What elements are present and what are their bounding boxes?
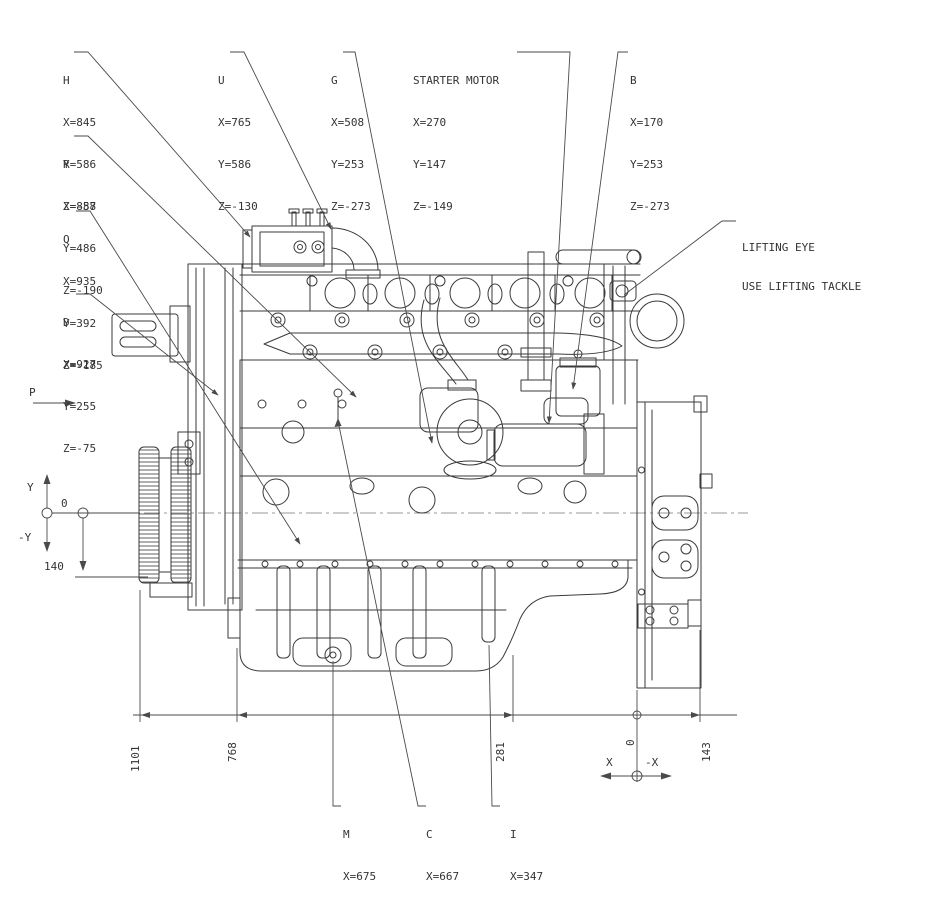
dim-143: 143 xyxy=(700,742,713,762)
callout-C: C X=667 Y=206 Z=-97 xyxy=(426,828,460,883)
front-cover-and-pulley xyxy=(111,263,243,611)
callout-letter: I xyxy=(510,828,517,841)
callout-letter: D xyxy=(63,316,70,329)
oil-pan xyxy=(227,559,633,672)
callout-R: R X=857 Y=486 Z=-190 xyxy=(63,158,103,297)
lifting-eye-note: LIFTING EYE USE LIFTING TACKLE xyxy=(742,241,862,293)
callout-H: H X=845 Y=586 Z=-88 xyxy=(63,74,97,213)
callout-leaders xyxy=(74,51,736,807)
leader-starter-motor xyxy=(517,51,571,424)
leader-B xyxy=(571,51,628,390)
starter-motor-body xyxy=(493,423,587,467)
rear-top-and-lifting-eye xyxy=(555,249,685,405)
x-axis-neg-label: -X xyxy=(645,756,659,769)
oil-drain-plug xyxy=(324,646,342,664)
callout-U: U X=765 Y=586 Z=-130 xyxy=(218,74,258,213)
dim-281: 281 xyxy=(494,742,507,762)
y-axis-indicator xyxy=(41,474,148,578)
dim-768: 768 xyxy=(226,742,239,762)
flywheel-housing xyxy=(636,395,713,689)
callout-B: B X=170 Y=253 Z=-273 xyxy=(630,74,670,213)
exhaust-manifold xyxy=(239,312,639,361)
leader-M xyxy=(332,661,341,807)
callout-M: M X=675 Y=-318 Z=-125 xyxy=(343,800,383,900)
dimension-lines xyxy=(133,590,737,782)
dimension-texts: 1101 768 281 0 143 xyxy=(129,739,713,772)
leader-U xyxy=(230,51,332,230)
y-axis-zero-label: 0 xyxy=(61,497,68,510)
dim-1101: 1101 xyxy=(129,746,142,773)
callout-letter: H xyxy=(63,74,70,87)
x-axis-pos-label: X xyxy=(606,756,613,769)
p-direction-indicator: P xyxy=(29,386,76,407)
y-axis-pos-label: Y xyxy=(27,481,34,494)
leader-G xyxy=(343,51,434,444)
callout-letter: STARTER MOTOR xyxy=(413,74,500,87)
callout-letter: C xyxy=(426,828,433,841)
callout-letter: U xyxy=(218,74,225,87)
leader-H xyxy=(74,51,251,238)
leader-R xyxy=(74,135,357,398)
y-axis-offset-label: 140 xyxy=(44,560,64,573)
cylinder-head xyxy=(239,263,641,312)
callout-letter: B xyxy=(630,74,637,87)
callout-starter-motor: STARTER MOTOR X=270 Y=147 Z=-149 xyxy=(413,74,500,213)
callout-D: D X=927 Y=255 Z=-75 xyxy=(63,316,97,455)
callout-letter: R xyxy=(63,158,70,171)
leader-D xyxy=(76,293,219,396)
dim-0: 0 xyxy=(624,739,637,746)
leader-Q xyxy=(76,210,301,545)
p-label: P xyxy=(29,386,36,399)
leader-lifting-eye xyxy=(623,220,736,296)
callout-letter: M xyxy=(343,828,350,841)
y-axis-neg-label: -Y xyxy=(18,531,32,544)
callout-I: I X=347 Y=93 Z=-230 xyxy=(510,800,550,900)
leader-C xyxy=(337,420,426,807)
cylinder-block xyxy=(239,359,638,561)
callout-letter: G xyxy=(331,74,338,87)
coolant-outlet-and-elbow xyxy=(242,208,381,279)
callout-letter: Q xyxy=(63,233,70,246)
callout-Q: Q X=935 Y=392 Z=-185 xyxy=(63,233,103,372)
water-pump xyxy=(281,420,305,444)
x-axis-indicator xyxy=(600,770,672,782)
leader-I xyxy=(488,644,500,807)
callout-G: G X=508 Y=253 Z=-273 xyxy=(331,74,371,213)
